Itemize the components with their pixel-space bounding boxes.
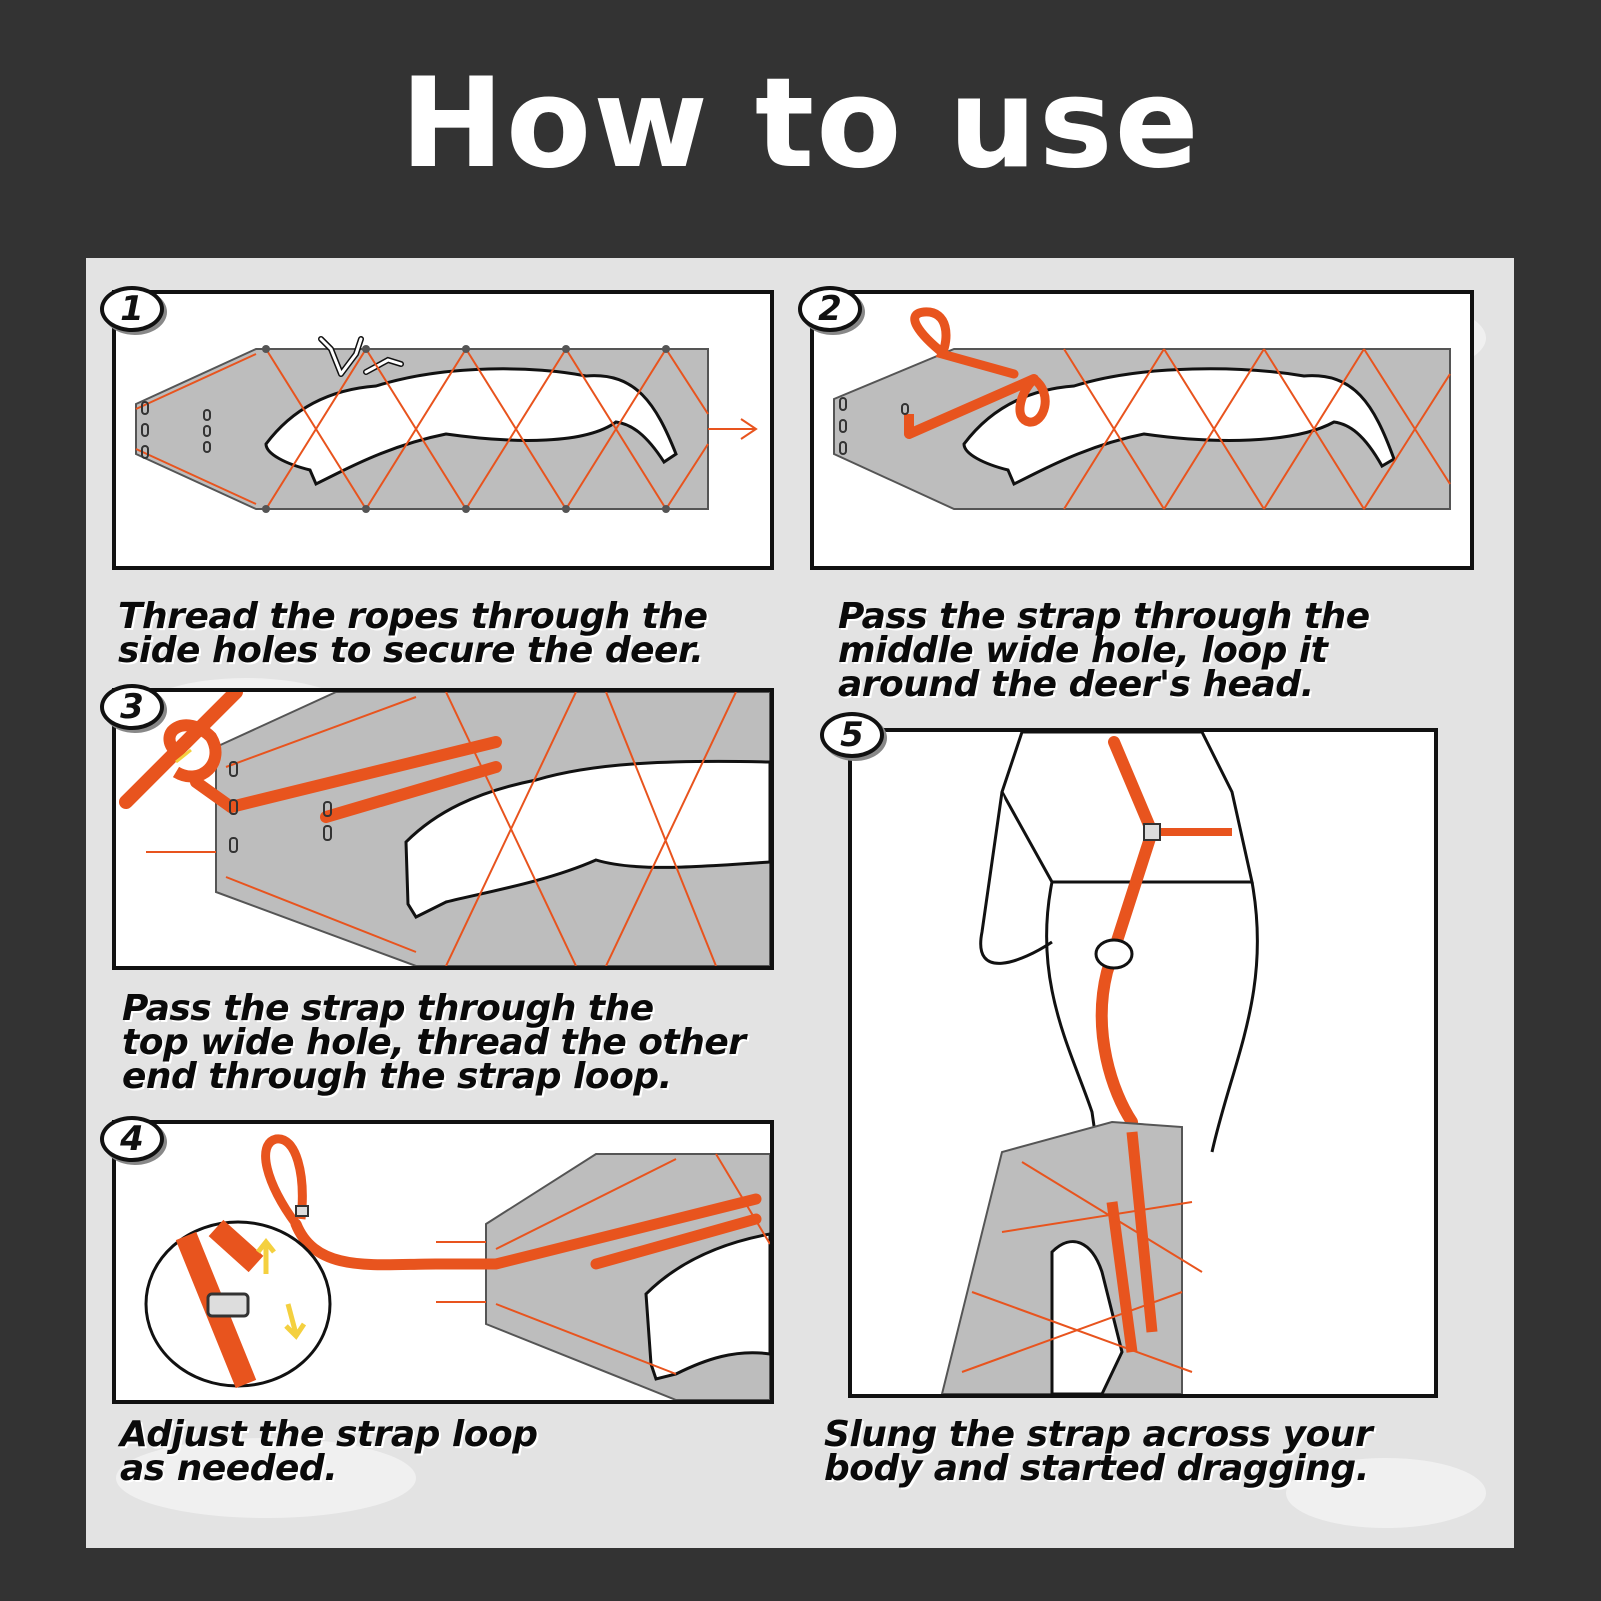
page-title: How to use [400,52,1201,196]
sled-deer-ropes-image [135,336,758,513]
person-dragging-sled-image [940,732,1259,1394]
strap-adjust-image [144,1134,770,1400]
step-2-caption: Pass the strap through the middle wide h… [838,596,1370,705]
step-5-caption: Slung the strap across your body and sta… [824,1414,1373,1489]
step-4-caption: Adjust the strap loop as needed. [120,1414,538,1489]
step-2-number-badge: 2 [798,286,862,332]
step-1-illustration [112,290,774,570]
step-3-illustration [112,688,774,970]
camo-pattern [1286,1458,1486,1528]
instruction-sheet: 1 Thread the ropes through the side hole… [86,258,1514,1548]
step-1-caption: Thread the ropes through the side holes … [118,596,708,671]
sled-strap-head-image [833,307,1451,510]
step-4-number-badge: 4 [100,1116,164,1162]
step-2-illustration [810,290,1474,570]
step-4-illustration [112,1120,774,1404]
sled-strap-top-hole-image [119,692,770,966]
step-1-number-badge: 1 [100,286,164,332]
camo-pattern [116,1438,416,1518]
step-3-number-badge: 3 [100,684,164,730]
step-3-caption: Pass the strap through the top wide hole… [122,988,746,1097]
step-5-number-badge: 5 [820,712,884,758]
step-5-illustration [848,728,1438,1398]
